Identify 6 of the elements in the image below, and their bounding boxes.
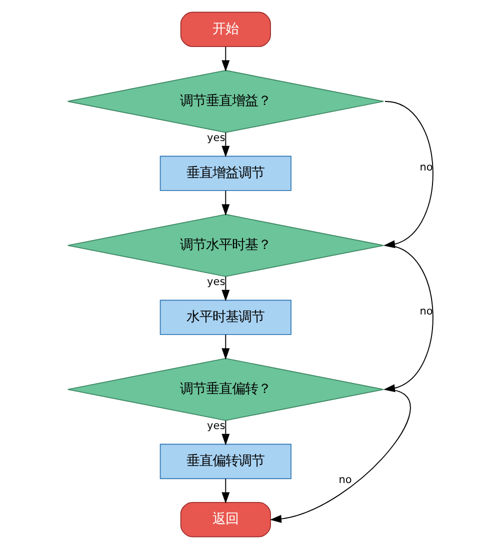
edge-label: no bbox=[338, 474, 352, 486]
edge-label: yes bbox=[207, 132, 226, 144]
edge-label: yes bbox=[207, 276, 226, 288]
edge-label: yes bbox=[207, 420, 226, 432]
edge-label: no bbox=[420, 305, 433, 318]
edge-label: no bbox=[420, 161, 433, 174]
